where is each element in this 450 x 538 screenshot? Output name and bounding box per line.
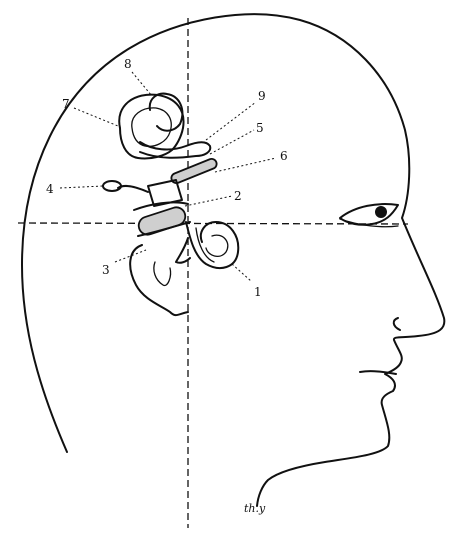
semicircular-canal-inner <box>132 108 171 146</box>
label-1: 1 <box>254 285 262 299</box>
label-9: 9 <box>258 89 266 103</box>
hatched-canal <box>136 205 187 237</box>
knob-4 <box>103 181 121 191</box>
label-8: 8 <box>124 57 132 71</box>
leader-7 <box>74 108 118 126</box>
eye-pupil <box>375 206 387 218</box>
ear-inner-fold <box>154 262 171 285</box>
nostril <box>394 318 400 330</box>
leader-2 <box>185 196 232 206</box>
leader-6 <box>215 158 276 172</box>
stalk-4 <box>118 186 148 192</box>
label-6: 6 <box>280 149 288 163</box>
leader-1 <box>232 264 252 282</box>
leader-8 <box>132 72 152 96</box>
artist-signature: th.y <box>244 502 266 515</box>
label-5: 5 <box>256 121 264 135</box>
lateral-canal <box>140 142 210 158</box>
label-3: 3 <box>102 263 110 277</box>
label-4: 4 <box>46 182 54 196</box>
leader-5 <box>210 130 254 154</box>
label-7: 7 <box>62 97 70 111</box>
cochlea-turn-1 <box>206 235 228 256</box>
leader-4 <box>60 186 103 188</box>
head-outline <box>22 14 444 506</box>
label-2: 2 <box>234 189 242 203</box>
leader-9 <box>206 102 256 140</box>
